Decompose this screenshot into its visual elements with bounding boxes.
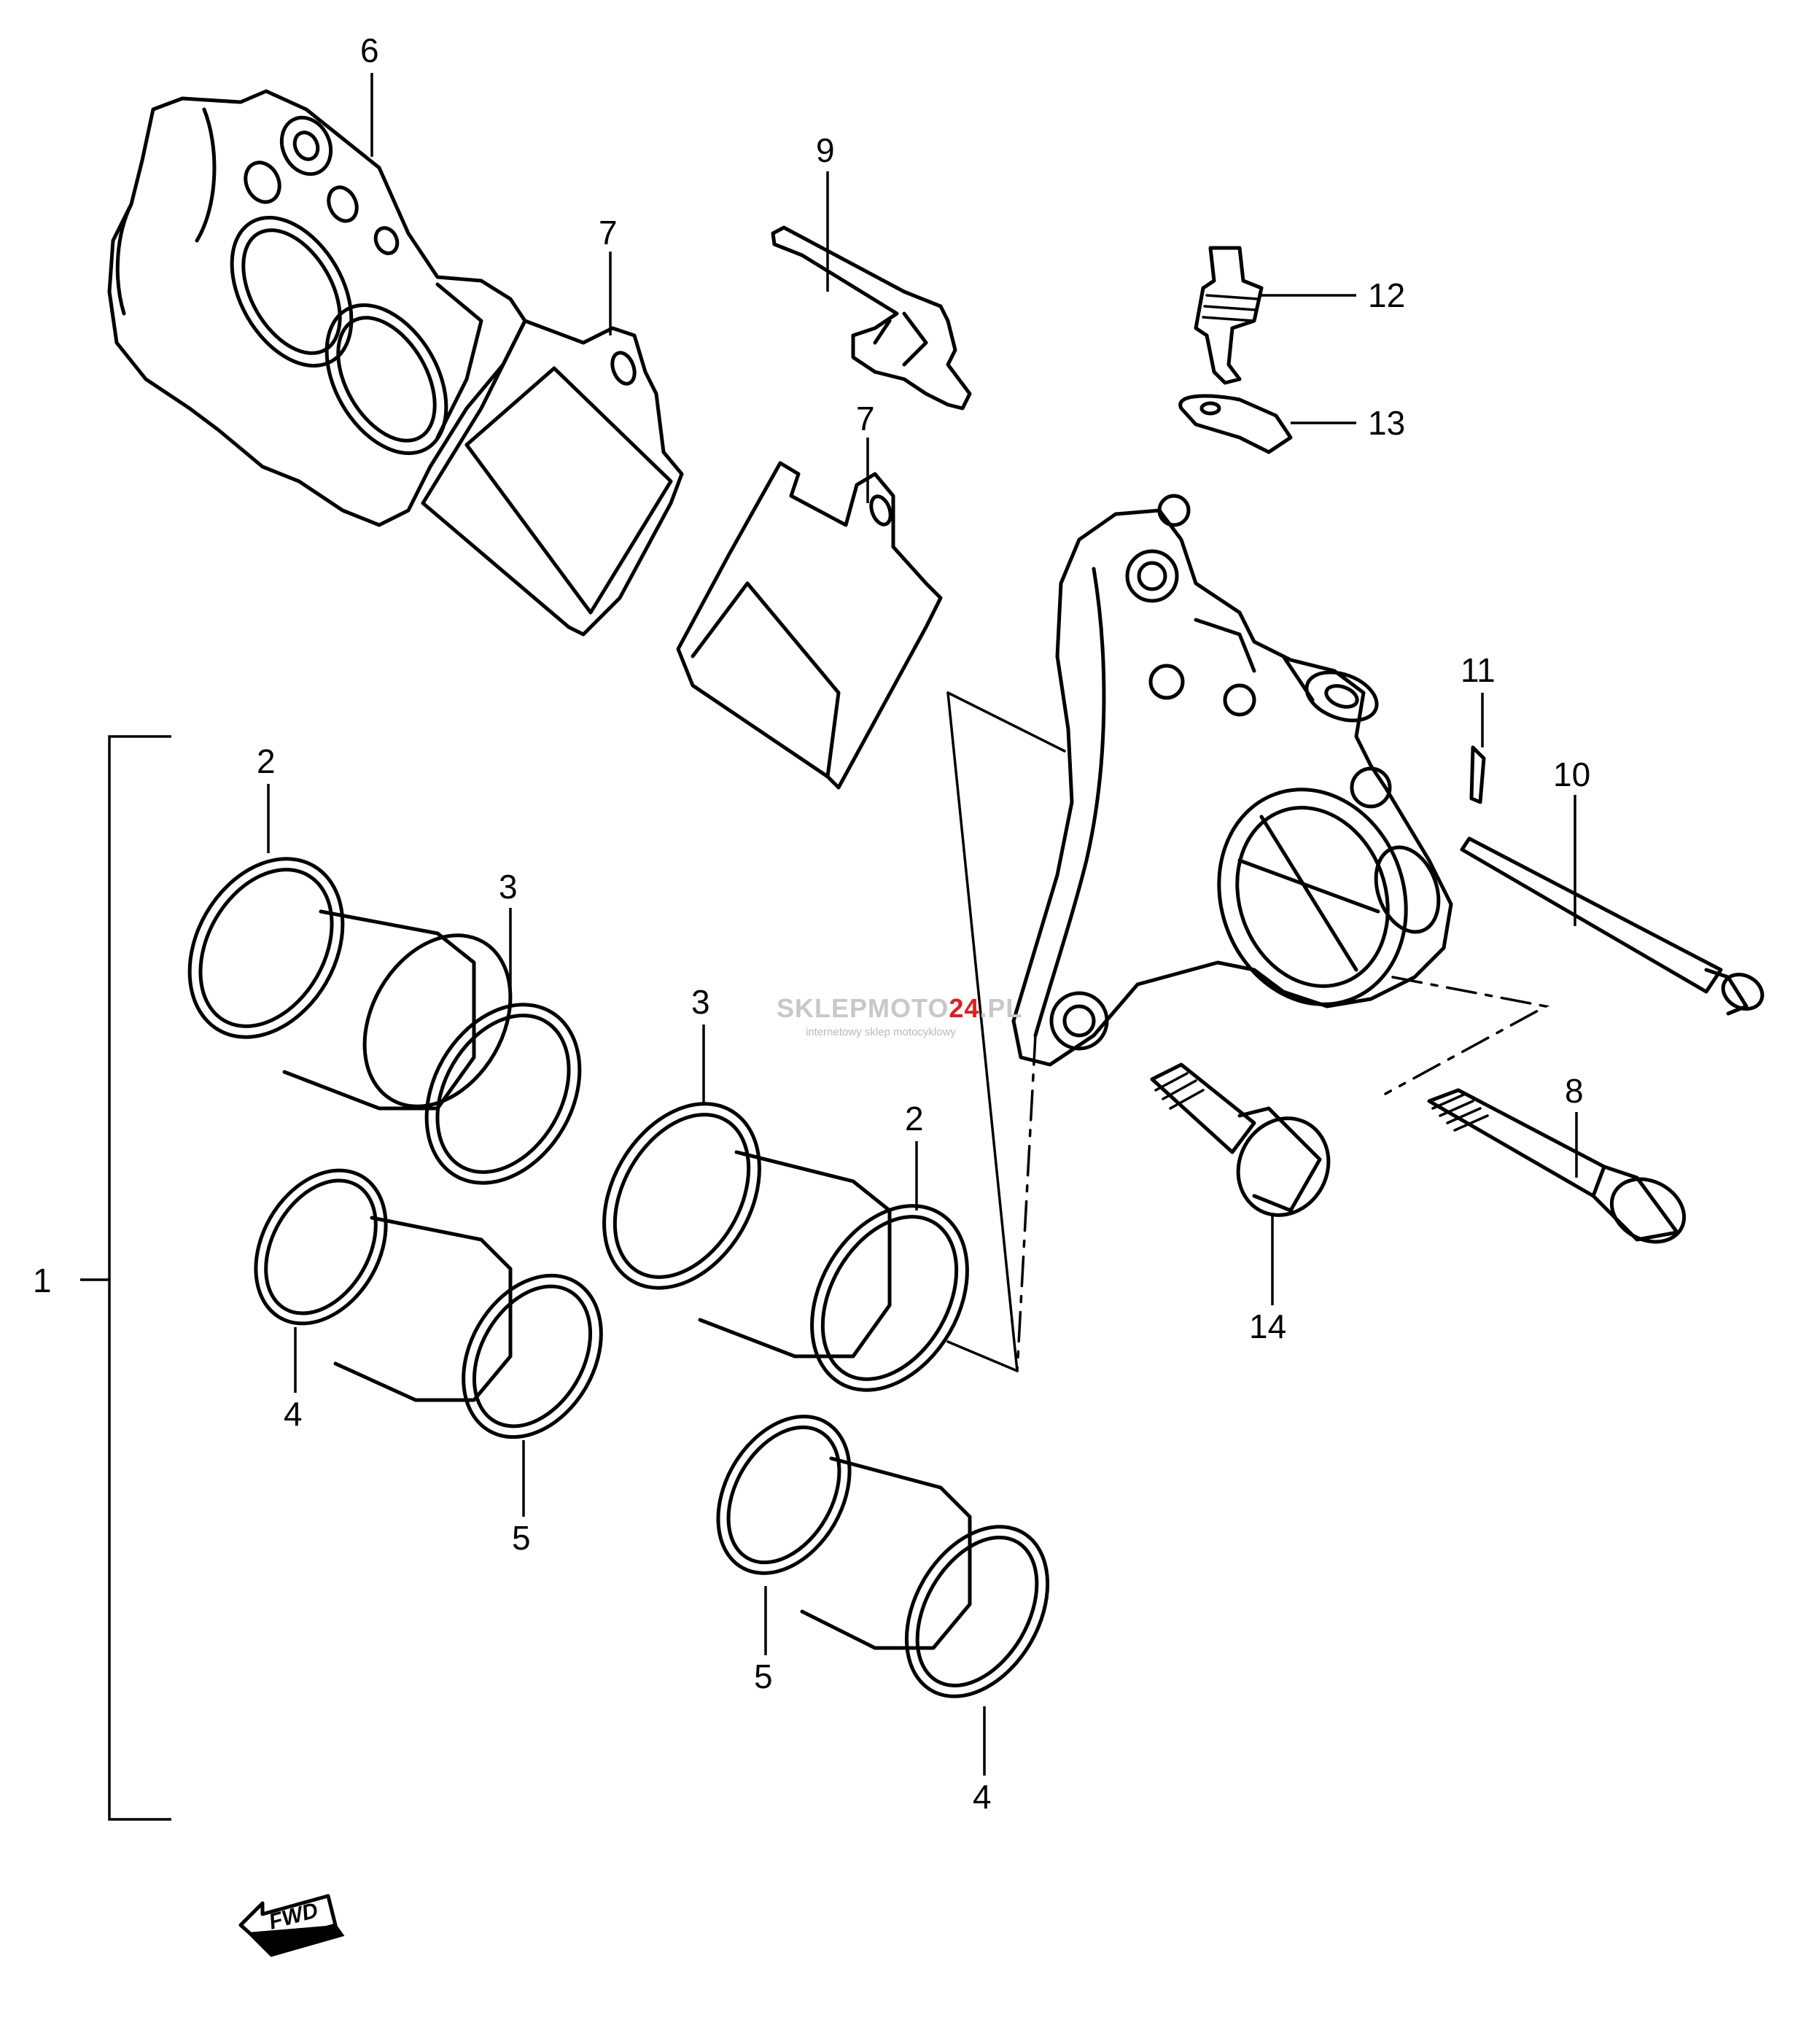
callout-5-left: 5	[512, 1519, 531, 1557]
caliper-inner-half-with-bracket	[1011, 494, 1453, 1067]
callout-8: 8	[1565, 1072, 1584, 1110]
callout-1: 1	[33, 1262, 52, 1299]
piston-set-right-lower	[716, 1415, 1050, 1698]
assembly-guide-lines	[946, 691, 1550, 1372]
callout-4-right: 4	[973, 1778, 992, 1816]
bleeder-valve	[1194, 246, 1264, 385]
watermark-logo: SKLEPMOTO24.PL internetowy sklep motocyk…	[777, 993, 1022, 1038]
caliper-mount-bolt	[1150, 1062, 1331, 1217]
watermark-number: 24	[949, 993, 979, 1023]
callout-3-right: 3	[691, 983, 710, 1021]
brake-pad-lower	[676, 461, 943, 790]
callout-12: 12	[1368, 276, 1405, 314]
watermark-tagline: internetowy sklep motocyklowy	[806, 1026, 956, 1038]
callout-5-right: 5	[754, 1657, 773, 1695]
caliper-outer-half	[107, 89, 527, 527]
pin-clip	[1469, 745, 1486, 804]
piston-set-left-lower	[254, 1168, 603, 1439]
piston-set-right-upper	[602, 1102, 969, 1392]
assembly-bracket	[80, 735, 171, 1821]
watermark-prefix: SKLEPMOTO	[777, 993, 949, 1023]
callout-13: 13	[1368, 404, 1405, 442]
callout-4-left: 4	[284, 1395, 303, 1433]
watermark-suffix: .PL	[979, 993, 1022, 1023]
callout-leaders	[267, 73, 1578, 1776]
callout-11: 11	[1461, 651, 1496, 689]
callout-9: 9	[816, 131, 835, 169]
callout-2-right: 2	[905, 1100, 924, 1138]
callout-7-lower: 7	[856, 400, 875, 438]
callout-7-upper: 7	[599, 214, 618, 252]
callout-14: 14	[1249, 1307, 1286, 1345]
pad-spring-plate	[771, 225, 972, 411]
bleeder-cap	[1178, 394, 1293, 454]
callout-6: 6	[360, 31, 379, 69]
callout-2-left: 2	[257, 742, 276, 780]
piston-set-left-upper	[187, 857, 582, 1185]
fwd-arrow-icon: FWD	[238, 1894, 345, 1957]
brake-pad-upper	[421, 319, 684, 637]
caliper-bolt-long	[1427, 1088, 1687, 1244]
svg-text:SKLEPMOTO24.PL: SKLEPMOTO24.PL	[777, 993, 1022, 1023]
callout-10: 10	[1553, 755, 1590, 793]
caliper-pin	[1460, 836, 1765, 1016]
callout-3-left: 3	[499, 868, 518, 906]
